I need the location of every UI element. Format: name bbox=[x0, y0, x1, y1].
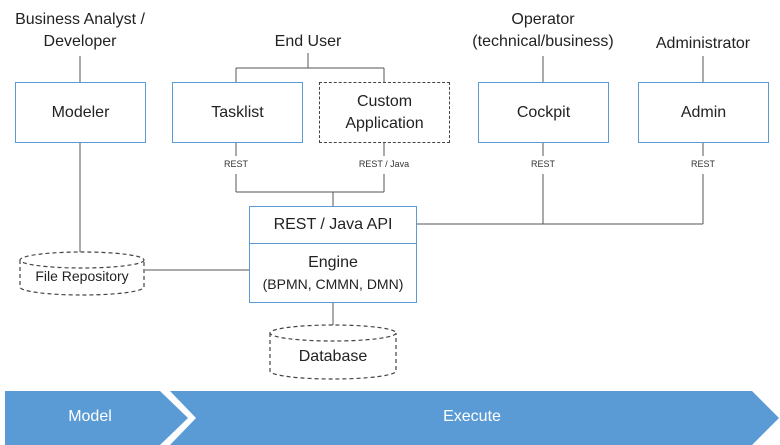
custom-app-line1: Custom bbox=[356, 92, 413, 110]
cockpit-label: Cockpit bbox=[516, 103, 571, 121]
model-stage-arrow bbox=[5, 391, 188, 445]
protocol-tasklist: REST bbox=[223, 159, 248, 169]
role-business-analyst: Business Analyst / Developer bbox=[0, 9, 160, 53]
role-operator: Operator (technical/business) bbox=[458, 9, 628, 53]
protocol-custom-app: REST / Java bbox=[358, 159, 410, 169]
database-label: Database bbox=[298, 348, 368, 365]
custom-application-box: Custom Application bbox=[319, 82, 450, 143]
cockpit-box: Cockpit bbox=[478, 82, 609, 143]
role-business-analyst-line1: Business Analyst / bbox=[15, 11, 145, 28]
database-cylinder bbox=[269, 324, 397, 380]
engine-box: Engine (BPMN, CMMN, DMN) bbox=[249, 242, 417, 303]
tasklist-box: Tasklist bbox=[172, 82, 303, 143]
admin-box: Admin bbox=[638, 82, 769, 143]
api-label: REST / Java API bbox=[273, 216, 393, 233]
role-business-analyst-line2: Developer bbox=[43, 33, 117, 50]
protocol-admin: REST bbox=[690, 159, 715, 169]
role-operator-line2: (technical/business) bbox=[472, 33, 614, 50]
stage-execute-label: Execute bbox=[443, 408, 501, 425]
role-administrator: Administrator bbox=[655, 35, 751, 52]
modeler-label: Modeler bbox=[51, 103, 110, 121]
execute-stage-arrow bbox=[170, 391, 779, 445]
engine-subtitle: (BPMN, CMMN, DMN) bbox=[262, 275, 404, 292]
engine-title: Engine bbox=[308, 253, 358, 271]
file-repository-label: File Repository bbox=[35, 268, 129, 284]
file-repository-cylinder bbox=[19, 251, 145, 296]
admin-label: Admin bbox=[680, 103, 727, 121]
protocol-cockpit: REST bbox=[530, 159, 555, 169]
modeler-box: Modeler bbox=[15, 82, 146, 143]
tasklist-label: Tasklist bbox=[211, 103, 264, 121]
role-end-user: End User bbox=[274, 33, 342, 50]
custom-app-line2: Application bbox=[345, 114, 424, 132]
stage-model-label: Model bbox=[68, 408, 112, 425]
role-operator-line1: Operator bbox=[511, 11, 575, 28]
api-box: REST / Java API bbox=[249, 206, 417, 244]
